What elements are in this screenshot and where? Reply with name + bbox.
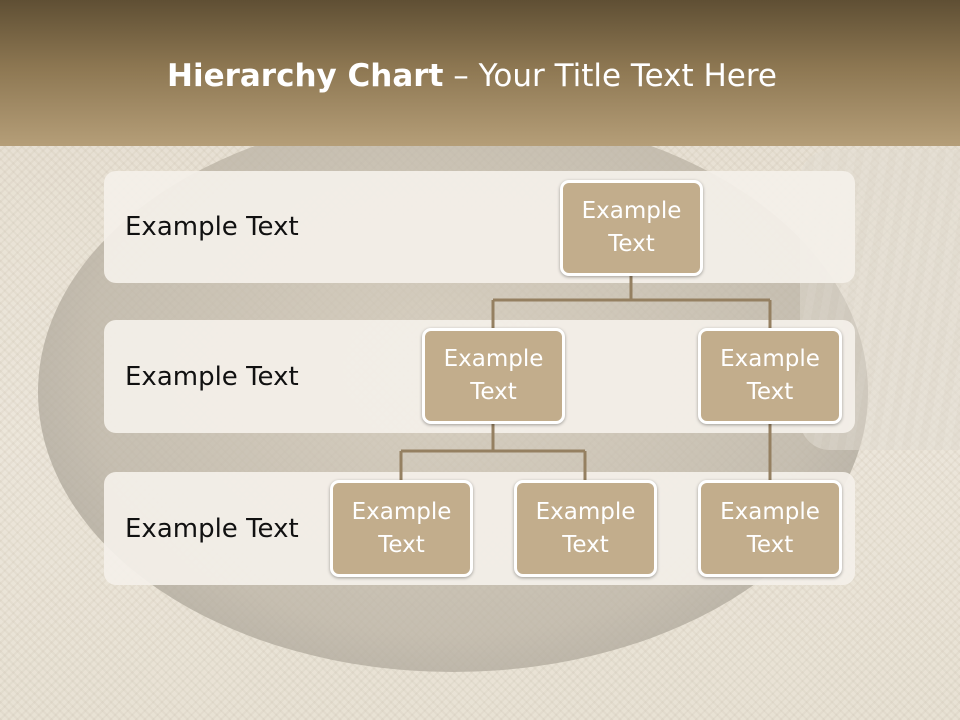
slide-title[interactable]: Hierarchy Chart – Your Title Text Here — [0, 56, 944, 96]
node-level3-b[interactable]: Example Text — [514, 480, 657, 577]
level-label-1[interactable]: Example Text — [125, 212, 299, 242]
node-level3-c[interactable]: Example Text — [698, 480, 842, 577]
level-band-1[interactable]: Example Text — [104, 171, 855, 283]
slide-title-rest: – Your Title Text Here — [443, 58, 777, 94]
slide-title-bold: Hierarchy Chart — [167, 58, 444, 94]
node-level3-a[interactable]: Example Text — [330, 480, 473, 577]
level-label-2[interactable]: Example Text — [125, 361, 299, 392]
title-bar: Hierarchy Chart – Your Title Text Here — [0, 0, 960, 146]
level-label-3[interactable]: Example Text — [125, 513, 299, 544]
node-level2-left[interactable]: Example Text — [422, 328, 565, 424]
node-level2-right[interactable]: Example Text — [698, 328, 842, 424]
node-root[interactable]: Example Text — [560, 180, 703, 276]
